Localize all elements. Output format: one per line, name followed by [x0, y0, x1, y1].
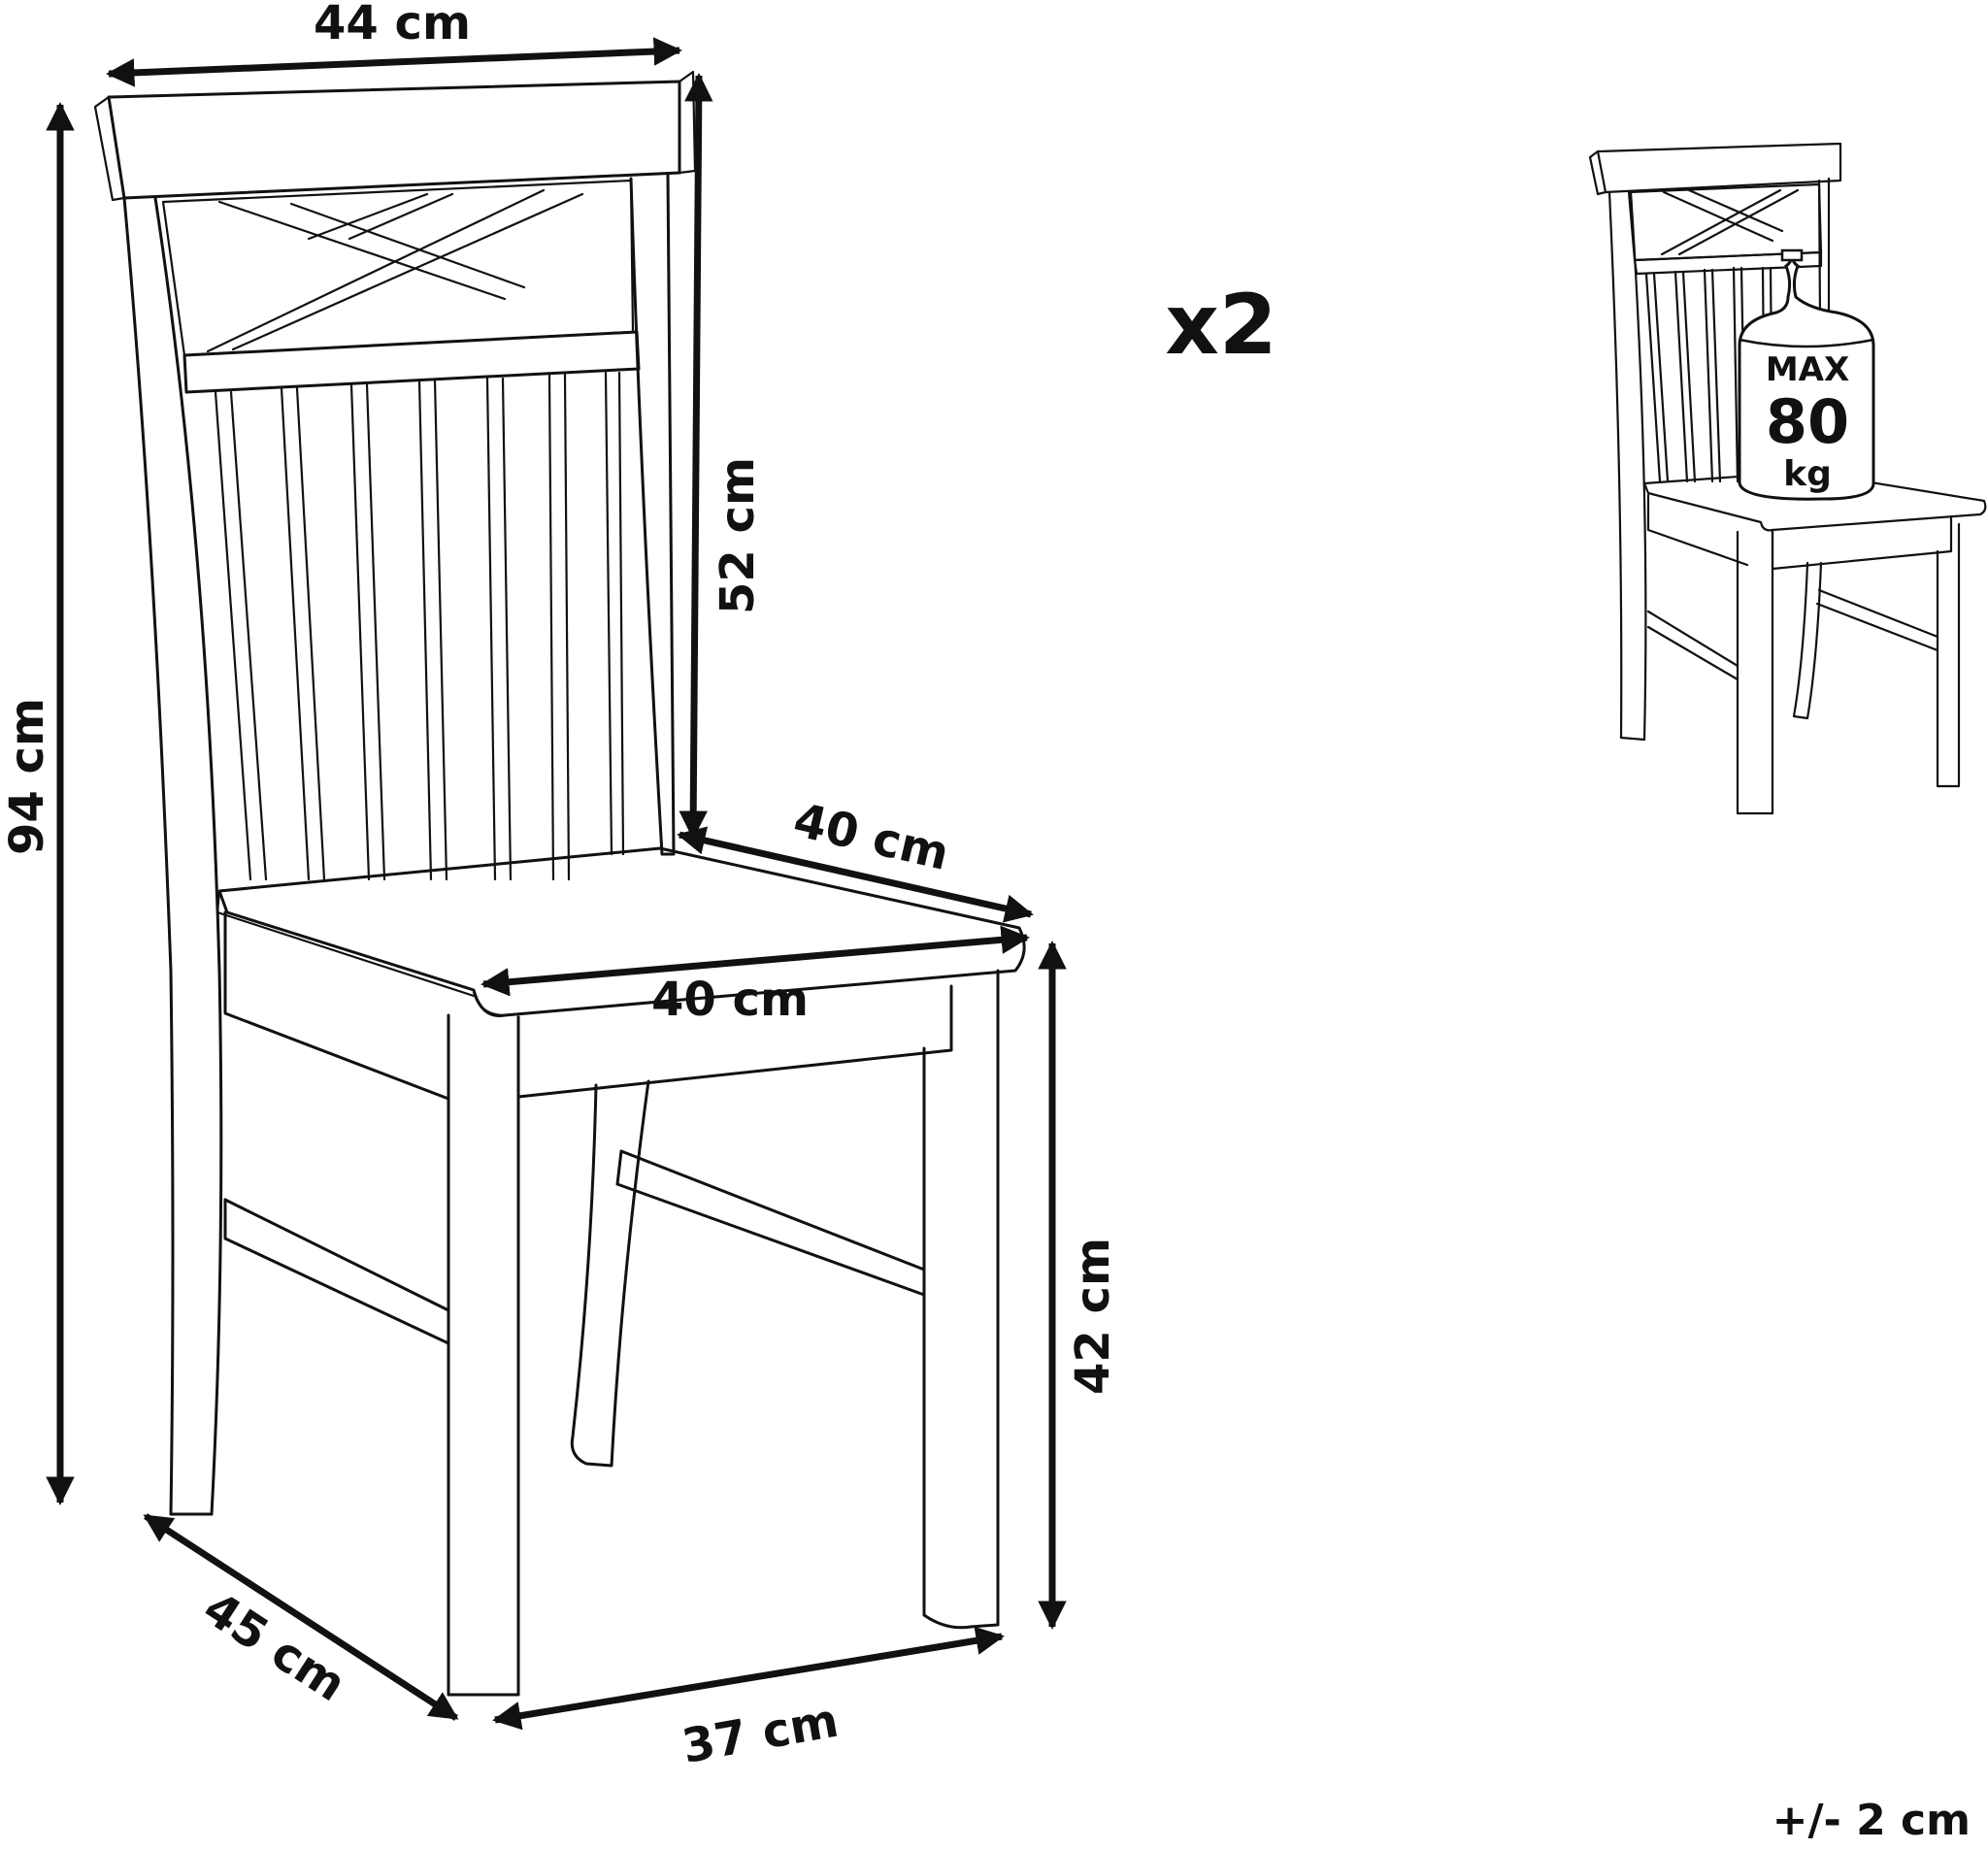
dimension-arrows [46, 37, 1067, 1731]
dim-width-top: 44 cm [314, 0, 471, 50]
dim-seat-height: 42 cm [1066, 1238, 1120, 1395]
load-unit: kg [1783, 454, 1832, 494]
dim-height-total: 94 cm [0, 698, 54, 855]
load-max-label: MAX [1766, 350, 1849, 389]
quantity-label: x2 [1165, 277, 1276, 374]
weight-icon: MAX 80 kg [1738, 248, 1875, 501]
load-value: 80 [1766, 386, 1849, 457]
dim-base-width: 37 cm [679, 1694, 843, 1774]
dim-backrest-height: 52 cm [711, 457, 765, 614]
tolerance-note: +/- 2 cm [1773, 1796, 1971, 1845]
dim-seat-width: 40 cm [651, 973, 809, 1027]
chair-drawing [93, 70, 1026, 1697]
